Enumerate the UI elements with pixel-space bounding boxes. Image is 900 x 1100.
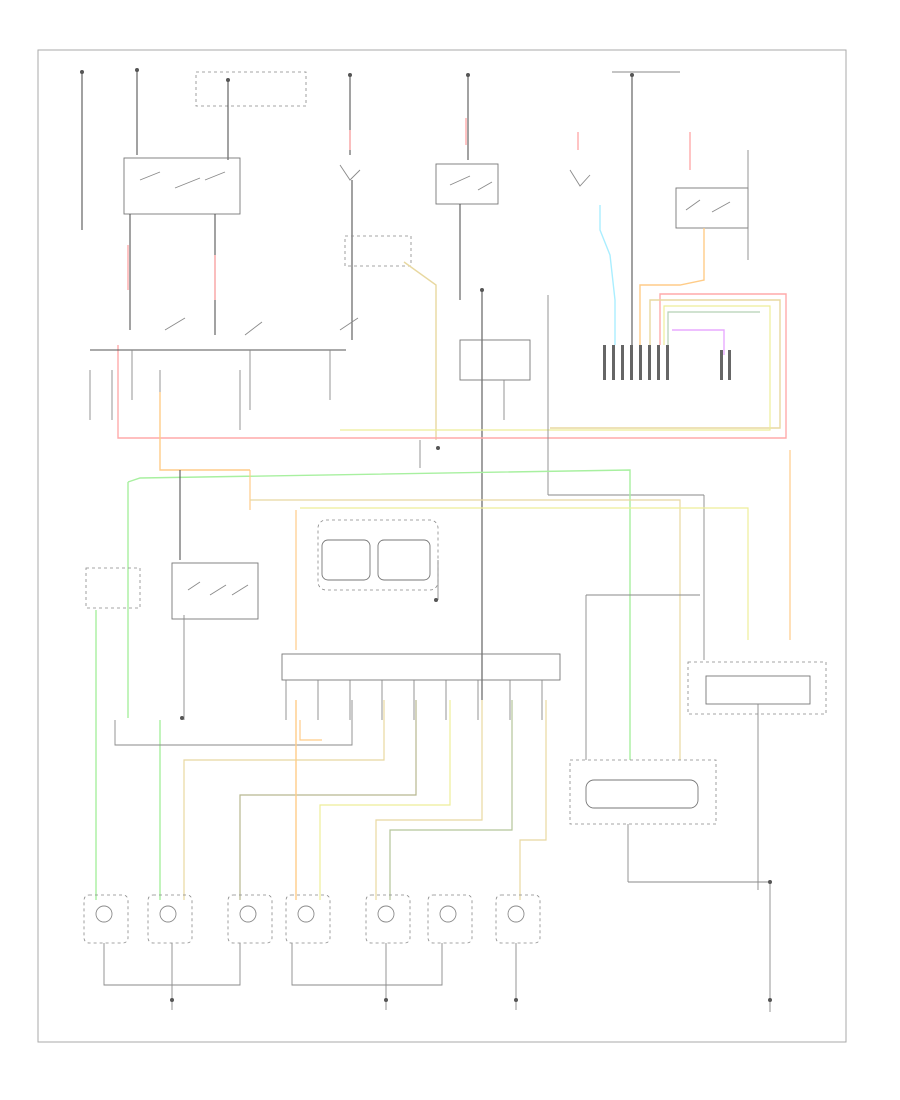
horizontal-busses — [127, 392, 791, 760]
lamp-5 — [365, 894, 411, 944]
upper-switches — [123, 150, 749, 700]
lamp-2 — [147, 894, 193, 944]
lamp-4 — [285, 894, 331, 944]
colored-feed-wires — [127, 118, 725, 440]
middle-modules — [85, 519, 827, 1000]
top-power-feeds — [81, 70, 680, 375]
ground-returns — [103, 943, 771, 1012]
junction-dots — [80, 68, 772, 1002]
lower-wires — [95, 610, 547, 900]
diagram-frame — [37, 49, 847, 1043]
connector-pins-b — [720, 350, 731, 380]
lamp-1 — [83, 894, 129, 944]
right-loop-wires — [117, 293, 787, 439]
connector-pins-a — [603, 345, 669, 380]
middle-switch-rail — [89, 295, 705, 660]
lamp-7 — [495, 894, 541, 944]
bottom-lamp-row — [83, 894, 541, 944]
lamp-3 — [227, 894, 273, 944]
connector-blocks — [603, 345, 731, 380]
lamp-6 — [427, 894, 473, 944]
